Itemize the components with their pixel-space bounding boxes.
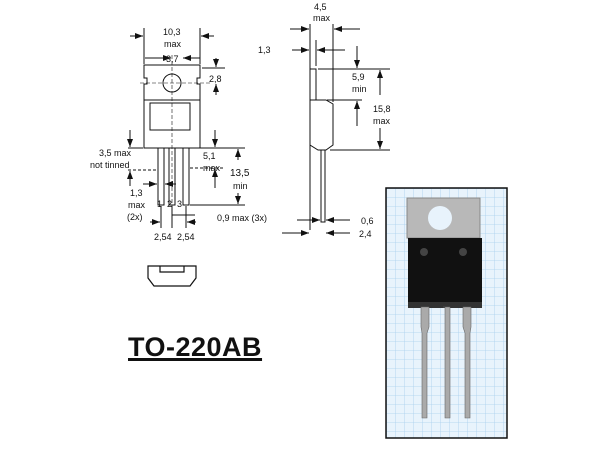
dim-lead-thickness: 0,9 max (3x) [217,213,267,223]
pin-2-label: 2 [167,199,172,209]
dim-pitch-2: 2,54 [177,232,195,242]
dim-width: 10,3 [163,27,181,37]
dim-lead-width-note: max [128,200,146,210]
dim-hole-offset: 2,8 [209,74,222,84]
dim-thickness: 4,5 [314,2,327,12]
labels: 10,3 max 3,7 2,8 3,5 max not tinned 5,1 … [90,2,391,242]
dim-untinned: 3,5 max [99,148,132,158]
dim-lead-offset: 2,4 [359,229,372,239]
dim-thickness-note: max [313,13,331,23]
dim-total-height: 15,8 [373,104,391,114]
dim-untinned-note: not tinned [90,160,130,170]
dim-tab-height: 5,9 [352,72,365,82]
dim-lead-thick: 0,6 [361,216,374,226]
dim-hole-spacing: 3,7 [166,54,179,64]
dim-total-height-note: max [373,116,391,126]
dim-tab-thickness: 1,3 [258,45,271,55]
dim-pitch-1: 2,54 [154,232,172,242]
dim-body-lead-note: max [203,163,221,173]
dim-width-note: max [164,39,182,49]
dim-lead-width: 1,3 [130,188,143,198]
component-photo [385,187,508,439]
front-view [127,28,245,228]
package-title: TO-220AB [128,332,263,362]
dim-body-lead: 5,1 [203,151,216,161]
pin-3-label: 3 [177,199,182,209]
dim-tab-height-note: min [352,84,367,94]
dim-lead-length-note: min [233,181,248,191]
side-view [282,24,390,236]
cross-section [147,265,197,287]
pin-1-label: 1 [157,199,162,209]
dim-lead-width-count: (2x) [127,212,143,222]
dim-lead-length: 13,5 [230,168,250,179]
